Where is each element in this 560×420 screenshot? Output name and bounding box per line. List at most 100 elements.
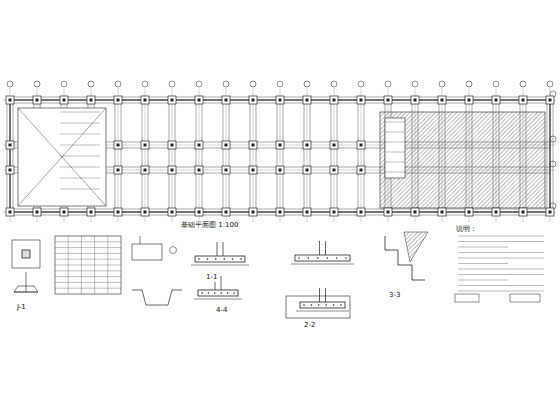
line bbox=[175, 100, 176, 212]
line bbox=[55, 265, 121, 266]
rebar bbox=[233, 292, 235, 294]
line bbox=[385, 122, 405, 123]
line bbox=[445, 100, 446, 212]
column bbox=[117, 99, 120, 102]
outline bbox=[276, 141, 284, 149]
line bbox=[60, 134, 100, 135]
rebar bbox=[227, 292, 229, 294]
outline bbox=[276, 208, 284, 216]
plan bbox=[3, 81, 556, 222]
line bbox=[319, 241, 320, 255]
column bbox=[171, 211, 174, 214]
column bbox=[225, 99, 228, 102]
line bbox=[202, 100, 203, 212]
line bbox=[68, 236, 69, 294]
line bbox=[60, 112, 100, 113]
line bbox=[325, 241, 326, 255]
outline bbox=[303, 141, 311, 149]
axis-bubble bbox=[439, 81, 445, 87]
outline bbox=[141, 166, 149, 174]
line bbox=[148, 100, 149, 212]
line bbox=[358, 100, 359, 212]
rebar bbox=[345, 257, 347, 259]
line bbox=[172, 88, 173, 222]
column bbox=[225, 169, 228, 172]
line bbox=[14, 286, 18, 292]
outline bbox=[357, 96, 365, 104]
outline bbox=[249, 96, 257, 104]
axis-bubble bbox=[142, 81, 148, 87]
column bbox=[9, 169, 12, 172]
axis-bubble bbox=[250, 81, 256, 87]
outline bbox=[249, 166, 257, 174]
line bbox=[199, 88, 200, 222]
rebar bbox=[317, 257, 319, 259]
axis-bubble bbox=[169, 81, 175, 87]
line bbox=[121, 100, 122, 212]
column bbox=[306, 169, 309, 172]
outline bbox=[492, 96, 500, 104]
axis-bubble bbox=[34, 81, 40, 87]
column bbox=[198, 169, 201, 172]
outline bbox=[385, 118, 405, 178]
line bbox=[385, 142, 405, 143]
line bbox=[256, 100, 257, 212]
line bbox=[458, 274, 544, 275]
outline bbox=[195, 256, 245, 262]
hatched-wall bbox=[404, 232, 428, 262]
outline bbox=[438, 96, 446, 104]
line bbox=[55, 253, 121, 254]
line bbox=[55, 282, 121, 283]
column bbox=[144, 211, 147, 214]
line bbox=[458, 258, 544, 259]
line bbox=[118, 88, 119, 222]
line bbox=[466, 100, 467, 212]
outline bbox=[6, 96, 14, 104]
column bbox=[306, 99, 309, 102]
line bbox=[280, 88, 281, 222]
line bbox=[499, 100, 500, 212]
column bbox=[90, 211, 93, 214]
rebar bbox=[201, 292, 203, 294]
column bbox=[9, 211, 12, 214]
trench bbox=[132, 290, 182, 305]
line bbox=[472, 100, 473, 212]
outline bbox=[33, 208, 41, 216]
drawing-label: 说明： bbox=[455, 226, 478, 234]
drawing-label: 基础平面图 1:100 bbox=[180, 222, 239, 230]
axis-bubble bbox=[547, 81, 553, 87]
column bbox=[279, 99, 282, 102]
rebar bbox=[340, 304, 342, 306]
line bbox=[13, 100, 14, 212]
rebar bbox=[298, 257, 300, 259]
column bbox=[252, 169, 255, 172]
column bbox=[171, 99, 174, 102]
line bbox=[115, 100, 116, 212]
outline bbox=[22, 250, 30, 258]
column bbox=[279, 211, 282, 214]
line bbox=[81, 236, 82, 294]
line bbox=[60, 167, 100, 168]
axis-bubble bbox=[358, 81, 364, 87]
line bbox=[458, 252, 544, 253]
column bbox=[468, 211, 471, 214]
outline bbox=[6, 166, 14, 174]
outline bbox=[87, 96, 95, 104]
line bbox=[55, 247, 121, 248]
rebar bbox=[311, 304, 313, 306]
line bbox=[55, 259, 121, 260]
outline bbox=[168, 166, 176, 174]
column bbox=[63, 99, 66, 102]
line bbox=[145, 88, 146, 222]
outline bbox=[492, 208, 500, 216]
column bbox=[117, 169, 120, 172]
rebar bbox=[326, 257, 328, 259]
outline bbox=[132, 244, 162, 260]
line bbox=[196, 100, 197, 212]
line bbox=[55, 270, 121, 271]
rebar bbox=[303, 304, 305, 306]
outline bbox=[6, 208, 14, 216]
outline bbox=[411, 96, 419, 104]
line bbox=[283, 100, 284, 212]
line bbox=[458, 247, 508, 248]
